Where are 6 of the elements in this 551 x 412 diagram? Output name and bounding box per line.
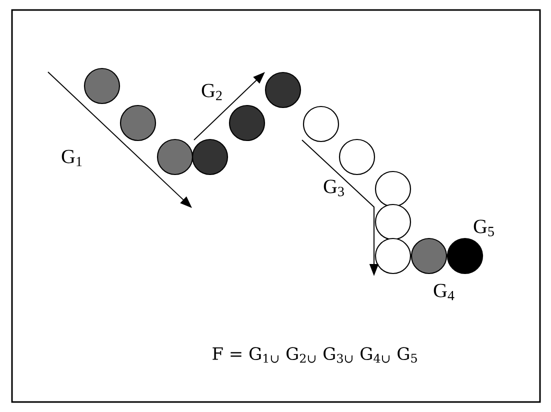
group-label: G$_{1}$	[62, 150, 82, 166]
group-label: G$_{2}$	[202, 84, 222, 100]
formula: F = G$_{1∪}$ G$_{2∪}$ G$_{3∪}$ G$_{4∪}$ G$_{5}$	[212, 347, 417, 363]
group-label: G$_{3}$	[324, 180, 344, 196]
group-label: G$_{4}$	[434, 284, 454, 300]
group-label: G$_{5}$	[474, 220, 494, 236]
